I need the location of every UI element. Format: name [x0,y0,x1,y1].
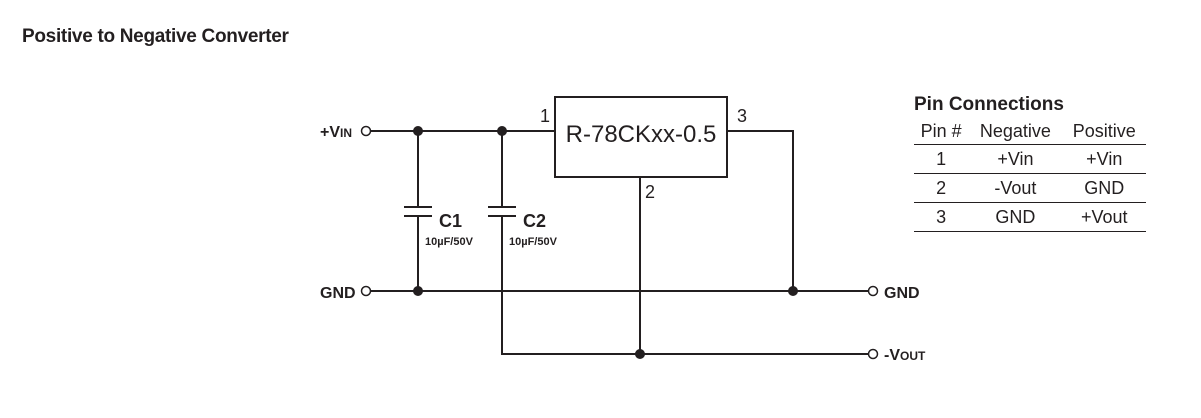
vout-label: -VOUT [884,347,926,364]
c1-name: C1 [439,211,462,231]
ic-label: R-78CKxx-0.5 [566,121,717,148]
terminals [360,125,879,360]
header-negative: Negative [968,118,1063,145]
table-cell: +Vin [968,144,1063,174]
table-cell: +Vin [1062,144,1146,174]
c2-name: C2 [523,211,546,231]
table-row: 1 +Vin +Vin [914,144,1146,174]
c1-value: 10µF/50V [425,236,474,248]
pin-connections-table: Pin Connections Pin # Negative Positive … [914,92,1146,232]
c2-bottom-lead [501,216,868,355]
page-title: Positive to Negative Converter [22,26,289,47]
junction-dots [413,126,798,359]
gnd-right-label: GND [884,285,920,302]
pin-3-label: 3 [737,106,747,126]
c2-value: 10µF/50V [509,236,558,248]
header-positive: Positive [1062,118,1146,145]
junction-dot [635,349,645,359]
table-cell: 2 [914,173,969,203]
table-cell: 1 [914,144,969,174]
gnd-left-terminal [360,285,372,297]
pin-table-title: Pin Connections [914,94,1064,115]
capacitor-c1 [404,206,432,217]
table-cell: +Vout [1062,202,1146,232]
gnd-right-terminal [867,285,879,297]
junction-dot [497,126,507,136]
vin-terminal [360,125,372,137]
header-pin: Pin # [914,118,969,145]
table-cell: -Vout [968,173,1063,203]
pin3-wire [727,130,794,291]
vout-terminal [867,348,879,360]
table-cell: 3 [914,202,969,232]
junction-dot [788,286,798,296]
pin-1-label: 1 [540,106,550,126]
table-cell: GND [968,202,1063,232]
table-cell: GND [1062,173,1146,203]
table-row: 3 GND +Vout [914,202,1146,232]
gnd-left-label: GND [320,285,356,302]
vin-label: +VIN [320,124,352,141]
capacitor-c2 [488,206,516,217]
junction-dot [413,126,423,136]
junction-dot [413,286,423,296]
table-row: 2 -Vout GND [914,173,1146,203]
pin-2-label: 2 [645,182,655,202]
table-header-row: Pin # Negative Positive [914,118,1146,145]
ic-box [554,96,728,178]
wires [371,130,868,355]
